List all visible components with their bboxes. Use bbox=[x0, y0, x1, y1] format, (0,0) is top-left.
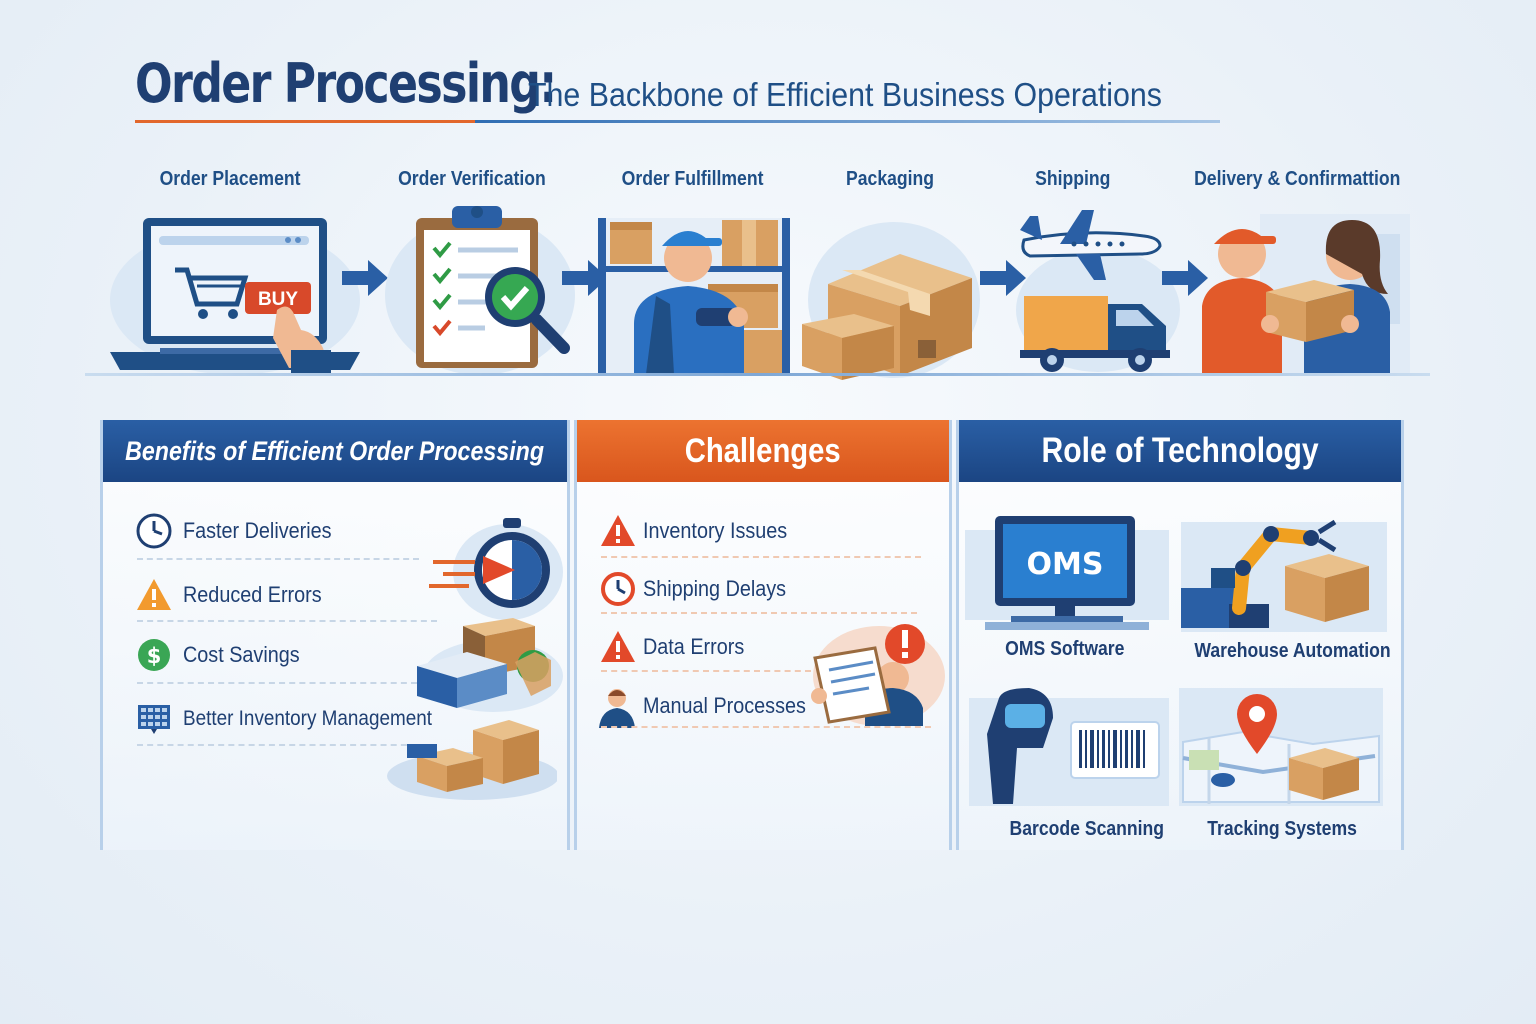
warehouse-worker-icon bbox=[598, 218, 790, 374]
plane-truck-icon bbox=[1016, 210, 1180, 372]
challenge-item-data-errors: Data Errors bbox=[599, 628, 755, 666]
benefit-item-reduced-errors: Reduced Errors bbox=[135, 576, 337, 614]
buy-button-label: BUY bbox=[258, 289, 298, 310]
svg-text:$: $ bbox=[147, 644, 162, 668]
benefit-label: Better Inventory Management bbox=[183, 707, 432, 730]
divider bbox=[137, 744, 417, 746]
benefit-label: Cost Savings bbox=[183, 642, 300, 667]
divider bbox=[137, 558, 419, 560]
handover-icon bbox=[1202, 214, 1410, 376]
benefit-item-inventory: Better Inventory Management bbox=[135, 700, 460, 738]
barcode-scanner-icon bbox=[969, 688, 1169, 806]
divider bbox=[601, 556, 921, 558]
step-label-shipping: Shipping bbox=[1035, 168, 1111, 190]
divider bbox=[601, 726, 931, 728]
benefit-item-faster-deliveries: Faster Deliveries bbox=[135, 512, 348, 550]
parcels-icon bbox=[417, 618, 563, 712]
benefit-item-cost-savings: $ Cost Savings bbox=[135, 636, 313, 674]
flow-baseline bbox=[85, 373, 1430, 376]
divider bbox=[601, 670, 811, 672]
title-block: Order Processing: The Backbone of Effici… bbox=[135, 52, 1235, 132]
divider bbox=[601, 612, 917, 614]
benefit-label: Faster Deliveries bbox=[183, 518, 332, 543]
challenges-panel: Challenges Inventory Issues Shipping Del… bbox=[574, 420, 952, 850]
tech-label-barcode-scanning: Barcode Scanning bbox=[1009, 818, 1165, 840]
challenge-item-inventory-issues: Inventory Issues bbox=[599, 512, 803, 550]
benefit-label: Reduced Errors bbox=[183, 582, 322, 607]
technology-header: Role of Technology bbox=[959, 420, 1401, 482]
page-title: Order Processing: bbox=[135, 52, 557, 115]
benefits-title: Benefits of Efficient Order Processing bbox=[125, 435, 545, 466]
step-label-delivery: Delivery & Confirmattion bbox=[1194, 168, 1401, 190]
challenges-title: Challenges bbox=[684, 431, 841, 470]
divider bbox=[137, 682, 417, 684]
arrow-right-icon bbox=[980, 260, 1026, 296]
warning-icon bbox=[137, 579, 171, 610]
arrow-right-icon bbox=[1162, 260, 1208, 296]
title-underline-orange bbox=[135, 120, 475, 123]
stopwatch-icon bbox=[429, 518, 563, 620]
technology-title: Role of Technology bbox=[1041, 431, 1319, 470]
challenges-header: Challenges bbox=[577, 420, 949, 482]
title-underline-blue bbox=[475, 120, 1220, 123]
challenge-item-manual-processes: Manual Processes bbox=[595, 684, 824, 728]
challenge-label: Inventory Issues bbox=[643, 518, 788, 543]
inventory-grid-icon bbox=[138, 705, 170, 734]
divider bbox=[137, 620, 437, 622]
technology-panel: Role of Technology OMS OMS Software Ware… bbox=[956, 420, 1404, 850]
arrow-right-icon bbox=[342, 260, 388, 296]
boxes-icon bbox=[802, 222, 980, 380]
warning-icon bbox=[601, 631, 635, 662]
step-label-order-placement: Order Placement bbox=[159, 168, 301, 190]
stacked-boxes-icon bbox=[387, 720, 557, 800]
robot-arm-icon bbox=[1181, 519, 1387, 632]
challenge-item-shipping-delays: Shipping Delays bbox=[599, 570, 802, 608]
tech-label-tracking-systems: Tracking Systems bbox=[1207, 818, 1357, 840]
dollar-icon: $ bbox=[138, 639, 170, 671]
clock-icon bbox=[136, 513, 172, 549]
challenge-label: Data Errors bbox=[643, 634, 745, 659]
clipboard-check-icon bbox=[385, 206, 575, 375]
page-subtitle: The Backbone of Efficient Business Opera… bbox=[528, 76, 1162, 113]
step-label-order-verification: Order Verification bbox=[398, 168, 546, 190]
monitor-icon: OMS bbox=[965, 516, 1169, 630]
step-label-order-fulfillment: Order Fulfillment bbox=[621, 168, 764, 190]
challenge-label: Shipping Delays bbox=[643, 576, 787, 601]
tech-label-warehouse-automation: Warehouse Automation bbox=[1194, 640, 1391, 662]
confused-worker-icon bbox=[811, 624, 945, 726]
benefits-panel: Benefits of Efficient Order Processing F… bbox=[100, 420, 570, 850]
laptop-cart-icon: BUY bbox=[110, 218, 360, 376]
warning-icon bbox=[601, 515, 635, 546]
person-icon bbox=[599, 689, 635, 728]
challenge-label: Manual Processes bbox=[643, 693, 806, 718]
arrow-right-icon bbox=[562, 260, 608, 296]
oms-screen-text: OMS bbox=[1027, 547, 1104, 582]
step-label-packaging: Packaging bbox=[846, 168, 935, 190]
benefits-header: Benefits of Efficient Order Processing bbox=[103, 420, 567, 482]
map-pin-icon bbox=[1179, 688, 1383, 806]
clock-icon bbox=[601, 572, 635, 606]
tech-label-oms: OMS Software bbox=[1005, 638, 1125, 660]
